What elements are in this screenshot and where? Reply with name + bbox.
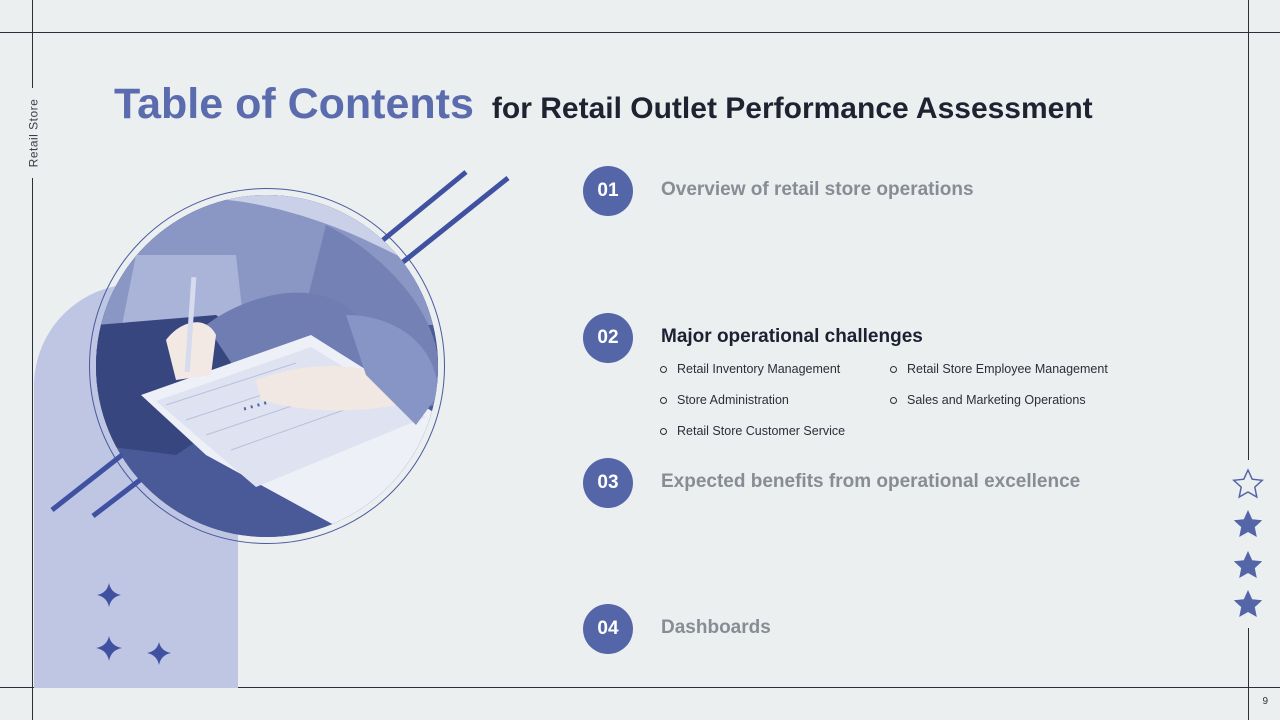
- side-label: Retail Store: [24, 88, 42, 178]
- list-bullet-icon: [890, 365, 897, 373]
- list-bullet-icon: [660, 365, 667, 373]
- list-bullet-icon: [890, 396, 897, 404]
- frame-top-line: [0, 32, 1280, 33]
- title-main: Table of Contents: [114, 80, 474, 128]
- star-filled-icon: [1233, 590, 1263, 617]
- sub-item: Retail Store Customer Service: [660, 424, 845, 438]
- accent-line-2: [401, 176, 510, 264]
- toc-sublist: Retail Inventory Management Retail Store…: [660, 362, 1140, 444]
- toc-number-badge: 01: [583, 166, 633, 216]
- hero-photo: [96, 195, 438, 537]
- accent-line-1: [381, 170, 468, 242]
- sub-item-label: Store Administration: [677, 393, 789, 407]
- rating-stars: [1232, 468, 1264, 617]
- page-number: 9: [1262, 696, 1268, 707]
- writing-hands-illustration: [96, 195, 438, 537]
- toc-number-badge: 02: [583, 313, 633, 363]
- toc-item-title: Expected benefits from operational excel…: [661, 471, 1081, 492]
- frame-bottom-line: [0, 687, 1280, 688]
- toc-number-badge: 03: [583, 458, 633, 508]
- star-filled-icon: [1233, 551, 1263, 578]
- sub-item: Store Administration: [660, 393, 789, 407]
- sub-item-label: Sales and Marketing Operations: [907, 393, 1086, 407]
- sub-item: Retail Inventory Management: [660, 362, 840, 376]
- sub-item-label: Retail Store Customer Service: [677, 424, 846, 438]
- side-label-text: Retail Store: [26, 98, 41, 168]
- page-title: Table of Contents for Retail Outlet Perf…: [114, 80, 1093, 136]
- toc-item-title: Dashboards: [661, 617, 771, 638]
- frame-right-line-bottom: [1248, 628, 1249, 720]
- toc-number-badge: 04: [583, 604, 633, 654]
- list-bullet-icon: [660, 396, 667, 404]
- sub-item-label: Retail Store Employee Management: [907, 362, 1108, 376]
- toc-item-title: Overview of retail store operations: [661, 179, 974, 200]
- frame-right-line-top: [1248, 0, 1249, 460]
- frame-left-line: [32, 0, 33, 720]
- sub-item-label: Retail Inventory Management: [677, 362, 841, 376]
- toc-item-title: Major operational challenges: [661, 326, 923, 347]
- star-filled-icon: [1233, 510, 1263, 537]
- sub-item: Retail Store Employee Management: [890, 362, 1108, 376]
- photo-ring: [89, 188, 445, 544]
- title-sub: for Retail Outlet Performance Assessment: [491, 92, 1093, 125]
- sub-item: Sales and Marketing Operations: [890, 393, 1086, 407]
- star-outline-icon: [1232, 468, 1264, 499]
- list-bullet-icon: [660, 427, 667, 435]
